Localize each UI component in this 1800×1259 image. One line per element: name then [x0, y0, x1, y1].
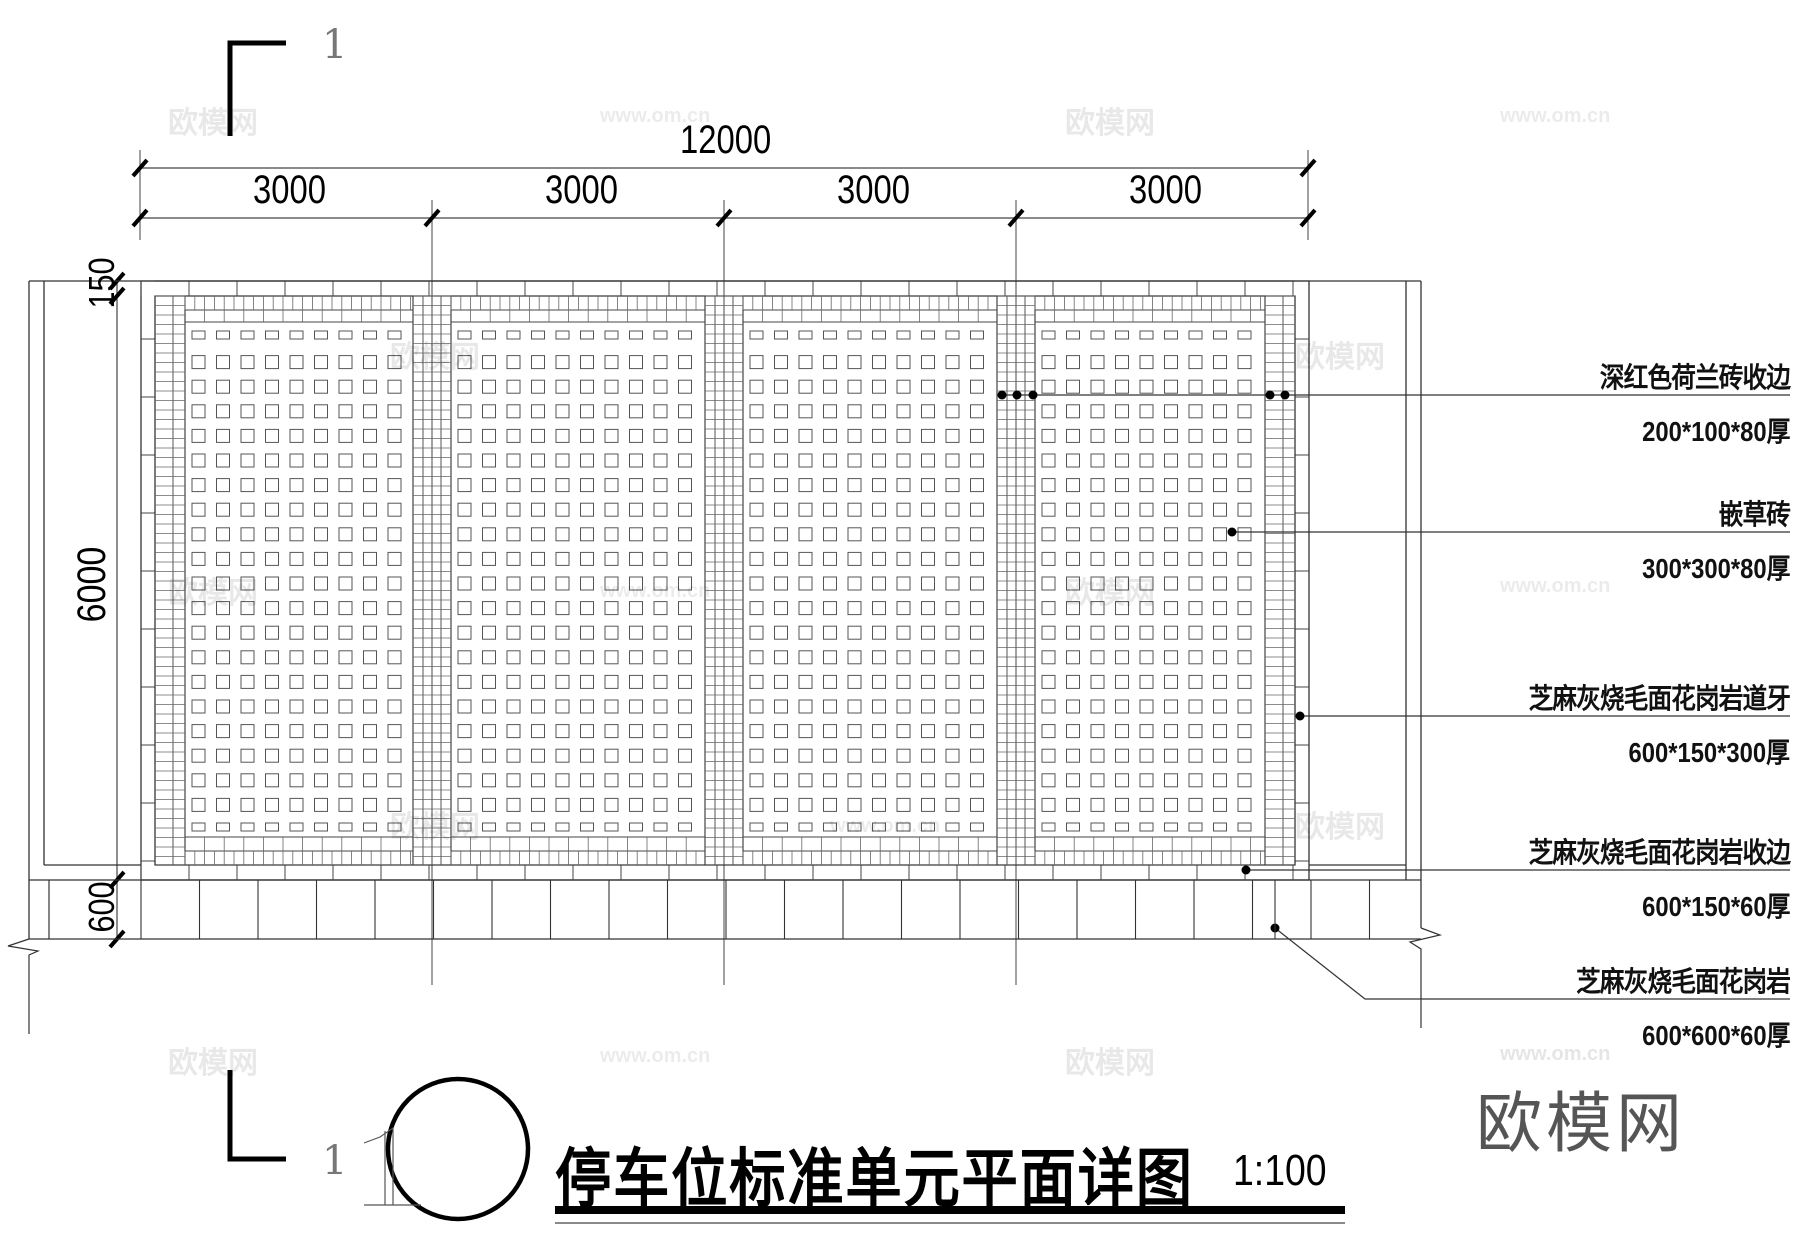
dim-curb: 150 — [81, 257, 123, 309]
leader-dot-1 — [997, 390, 1007, 400]
logo-url: www.om.cn — [1500, 1043, 1611, 1065]
callout-granite-curb: 芝麻灰烧毛面花岗岩道牙 — [1528, 682, 1791, 715]
break-line-left — [7, 938, 41, 1034]
dim-paving: 600 — [81, 881, 123, 933]
watermark-logo: 欧模网 — [1065, 1046, 1155, 1081]
watermark-logo: 欧模网 — [168, 1046, 258, 1081]
watermark-logo: 欧模网 — [390, 810, 480, 845]
dim-overall-width: 12000 — [680, 118, 772, 162]
section-mark-top: 1 — [322, 22, 348, 68]
watermark-logo: 欧模网 — [168, 106, 258, 141]
leader-dot-1 — [1028, 390, 1038, 400]
callout-dutch-brick-edge: 深红色荷兰砖收边 — [1599, 361, 1791, 394]
site-logo: 欧模网 — [1476, 1085, 1686, 1162]
leader-dot-4 — [1241, 865, 1251, 875]
plan-outline — [140, 280, 1310, 881]
leader-dot-1 — [1280, 390, 1290, 400]
callout-granite-edge: 芝麻灰烧毛面花岗岩收边 — [1528, 836, 1791, 869]
section-mark-bottom: 1 — [322, 1138, 348, 1184]
watermark-url: www.om.cn — [600, 580, 711, 602]
section-cut-mark-bottom — [227, 1070, 286, 1162]
dim-bay-3: 3000 — [837, 168, 910, 212]
callout-grass-paver: 嵌草砖 — [1718, 498, 1791, 531]
detail-number-circle — [385, 1076, 531, 1222]
callout-dutch-brick-spec: 200*100*80厚 — [1641, 416, 1790, 447]
leader-dot-1 — [1265, 390, 1275, 400]
watermark-logo: 欧模网 — [1065, 106, 1155, 141]
dim-bay-1: 3000 — [253, 168, 326, 212]
drawing-scale: 1:100 — [1233, 1146, 1327, 1195]
section-cut-mark-top — [227, 40, 286, 136]
watermark-logo: 欧模网 — [168, 576, 258, 611]
break-line-right — [1408, 927, 1443, 1028]
drawing-title: 停车位标准单元平面详图 — [555, 1143, 1194, 1217]
watermark-url: www.om.cn — [830, 815, 941, 837]
callout-granite-edge-spec: 600*150*60厚 — [1641, 891, 1790, 922]
leader-dot-1 — [1012, 390, 1022, 400]
watermark-url: www.om.cn — [600, 105, 711, 127]
watermark-logo: 欧模网 — [390, 340, 480, 375]
leader-dot-2 — [1227, 527, 1237, 537]
callout-granite-paving-spec: 600*600*60厚 — [1641, 1020, 1790, 1051]
callout-granite-curb-spec: 600*150*300厚 — [1628, 737, 1790, 768]
callout-grass-paver-spec: 300*300*80厚 — [1641, 553, 1790, 584]
watermark-url: www.om.cn — [1500, 575, 1611, 597]
watermark-url: www.om.cn — [1500, 105, 1611, 127]
dim-bay-4: 3000 — [1129, 168, 1202, 212]
dim-depth: 6000 — [69, 546, 114, 623]
watermark-logo: 欧模网 — [1065, 576, 1155, 611]
watermark-url: www.om.cn — [600, 1045, 711, 1067]
dim-bay-2: 3000 — [545, 168, 618, 212]
leader-line-5 — [1274, 927, 1790, 1000]
watermark-logo: 欧模网 — [1295, 810, 1385, 845]
watermark-logo: 欧模网 — [1295, 340, 1385, 375]
callout-granite-paving: 芝麻灰烧毛面花岗岩 — [1576, 965, 1791, 998]
leader-dot-3 — [1295, 711, 1305, 721]
detail-number-glyph — [363, 1126, 394, 1205]
